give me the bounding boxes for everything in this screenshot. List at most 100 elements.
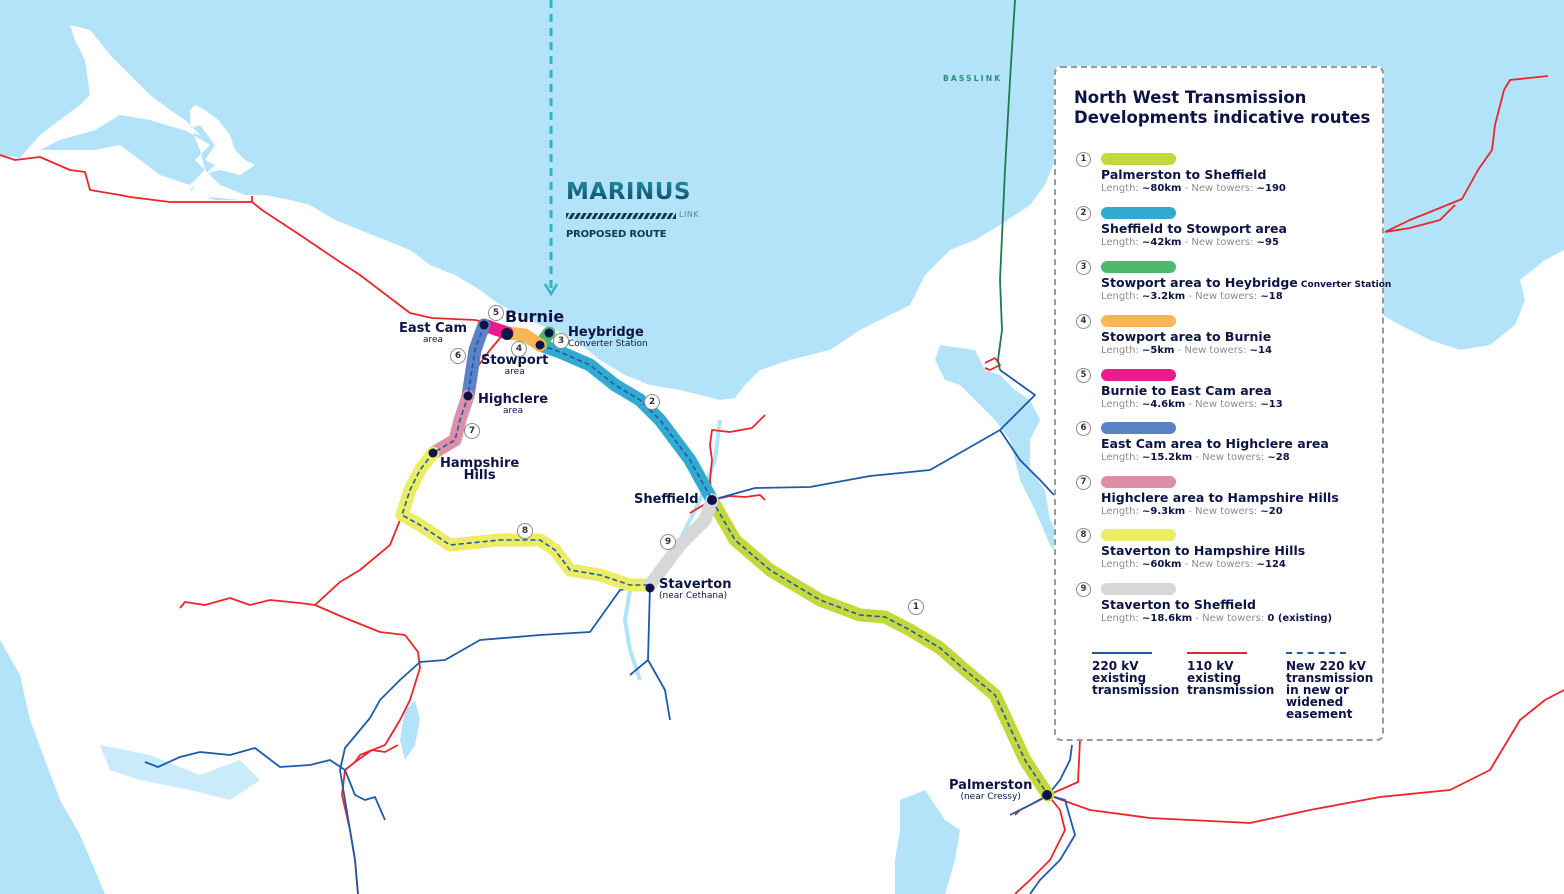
marinus-arrow-icon [543, 283, 559, 297]
route-number-badge: 8 [1076, 528, 1091, 543]
route-name-text: Highclere area to Hampshire Hills [1101, 490, 1339, 505]
route-color-swatch [1101, 315, 1176, 327]
key-label-line: transmission [1187, 683, 1275, 697]
route-number-badge: 6 [1076, 421, 1091, 436]
node-stowport [535, 340, 545, 350]
place-sub: area [504, 367, 525, 377]
key-label-line: 220 kV [1092, 659, 1139, 673]
route-color-swatch [1101, 583, 1176, 595]
west-coast-sea [0, 640, 105, 894]
node-burnie [501, 328, 513, 340]
route-name: Burnie to East Cam area [1101, 383, 1272, 398]
key-label-line: in new or [1286, 683, 1349, 697]
place-name: East Cam [399, 321, 467, 336]
place-palmerston: Palmerston (near Cressy) [949, 779, 1032, 802]
place-sheffield: Sheffield [634, 493, 699, 506]
route-badge-9: 9 [660, 534, 676, 550]
lake-west [100, 745, 260, 800]
route-meta: Length: ~4.6km - New towers: ~13 [1101, 399, 1283, 410]
key-label-line: transmission [1286, 671, 1374, 685]
place-sub: area [422, 335, 444, 345]
route-color-swatch [1101, 153, 1176, 165]
route-length: ~18.6km [1142, 613, 1193, 624]
place-sub: area [503, 406, 524, 416]
place-name-line2: Hills [463, 468, 496, 483]
marinus-subtitle: LINK [679, 210, 700, 219]
node-sheffield [707, 495, 717, 505]
marinus-title: MARINUS [566, 181, 699, 204]
route-color-swatch [1101, 207, 1176, 219]
route-color-swatch [1101, 529, 1176, 541]
route-badge-5: 5 [488, 305, 504, 321]
key-label-line: existing [1187, 671, 1242, 685]
route-length: ~9.3km [1142, 506, 1186, 517]
place-east-cam: East Cam area [399, 322, 467, 345]
route-name: Stowport area to Burnie [1101, 329, 1271, 344]
route-name-text: Burnie to East Cam area [1101, 383, 1272, 398]
place-name: Palmerston [949, 778, 1033, 793]
place-name: Stowport [481, 353, 549, 368]
legend-title-line2: Developments indicative routes [1074, 108, 1371, 127]
line-220kv-swatch [1092, 652, 1152, 654]
route-name: Staverton to Hampshire Hills [1101, 543, 1305, 558]
towers-label: - New towers: [1181, 183, 1257, 194]
place-heybridge: Heybridge Converter Station [568, 326, 648, 349]
node-east-cam [479, 320, 489, 330]
key-label-line: 110 kV [1187, 659, 1234, 673]
route-length: ~5km [1142, 345, 1175, 356]
towers-label: - New towers: [1192, 452, 1268, 463]
route-number-badge: 2 [1076, 206, 1091, 221]
node-hampshire-hills [428, 448, 438, 458]
route-name: East Cam area to Highclere area [1101, 436, 1329, 451]
route-name-text: Stowport area to Heybridge [1101, 275, 1298, 290]
route-towers: ~95 [1256, 237, 1279, 248]
route-name-text: East Cam area to Highclere area [1101, 436, 1329, 451]
lake-south-east [895, 790, 960, 894]
route-name-text: Palmerston to Sheffield [1101, 167, 1267, 182]
route-name-text: Stowport area to Burnie [1101, 329, 1272, 344]
route-name: Sheffield to Stowport area [1101, 221, 1287, 236]
route-towers: ~14 [1249, 345, 1272, 356]
route-meta: Length: ~42km - New towers: ~95 [1101, 237, 1279, 248]
marinus-stripes-icon [566, 212, 676, 219]
route-name-text: Staverton to Hampshire Hills [1101, 543, 1306, 558]
route-name: Stowport area to Heybridge Converter Sta… [1101, 275, 1391, 290]
place-staverton: Staverton (near Cethana) [659, 578, 731, 601]
node-palmerston [1042, 790, 1052, 800]
place-burnie: Burnie [505, 309, 564, 325]
route-number-badge: 1 [1076, 152, 1091, 167]
key-label-line: existing [1092, 671, 1147, 685]
route-meta: Length: ~18.6km - New towers: 0 (existin… [1101, 613, 1332, 624]
route-color-swatch [1101, 422, 1176, 434]
length-label: Length: [1101, 613, 1143, 624]
key-label: New 220 kV transmission in new or widene… [1286, 660, 1376, 720]
place-hampshire-hills: Hampshire Hills [440, 457, 519, 483]
place-name: Heybridge [568, 325, 644, 340]
substations [428, 320, 1052, 800]
route-number-badge: 5 [1076, 368, 1091, 383]
route-name: Palmerston to Sheffield [1101, 167, 1266, 182]
basslink-cable [997, 0, 1016, 371]
route-length: ~3.2km [1142, 291, 1186, 302]
key-label-line: New 220 kV [1286, 659, 1366, 673]
route-9-staverton-sheffield [643, 493, 719, 592]
legend-key-110kv: 110 kV existing transmission [1187, 652, 1277, 696]
route-badge-4: 4 [511, 341, 527, 357]
route-badge-7: 7 [464, 423, 480, 439]
route-length: ~15.2km [1142, 452, 1193, 463]
tamar-estuary [935, 345, 1062, 560]
route-towers: ~190 [1256, 183, 1286, 194]
route-number-badge: 3 [1076, 260, 1091, 275]
route-name: Highclere area to Hampshire Hills [1101, 490, 1339, 505]
route-meta: Length: ~80km - New towers: ~190 [1101, 183, 1286, 194]
route-meta: Length: ~60km - New towers: ~124 [1101, 559, 1286, 570]
towers-label: - New towers: [1174, 345, 1250, 356]
towers-label: - New towers: [1181, 237, 1257, 248]
length-label: Length: [1101, 237, 1143, 248]
route-color-swatch [1101, 261, 1176, 273]
route-length: ~60km [1142, 559, 1182, 570]
place-sub: Converter Station [568, 339, 648, 349]
marinus-link-logo: MARINUS LINK PROPOSED ROUTE [566, 181, 699, 240]
route-towers: 0 (existing) [1267, 613, 1333, 624]
route-name-suffix: Converter Station [1297, 280, 1392, 290]
